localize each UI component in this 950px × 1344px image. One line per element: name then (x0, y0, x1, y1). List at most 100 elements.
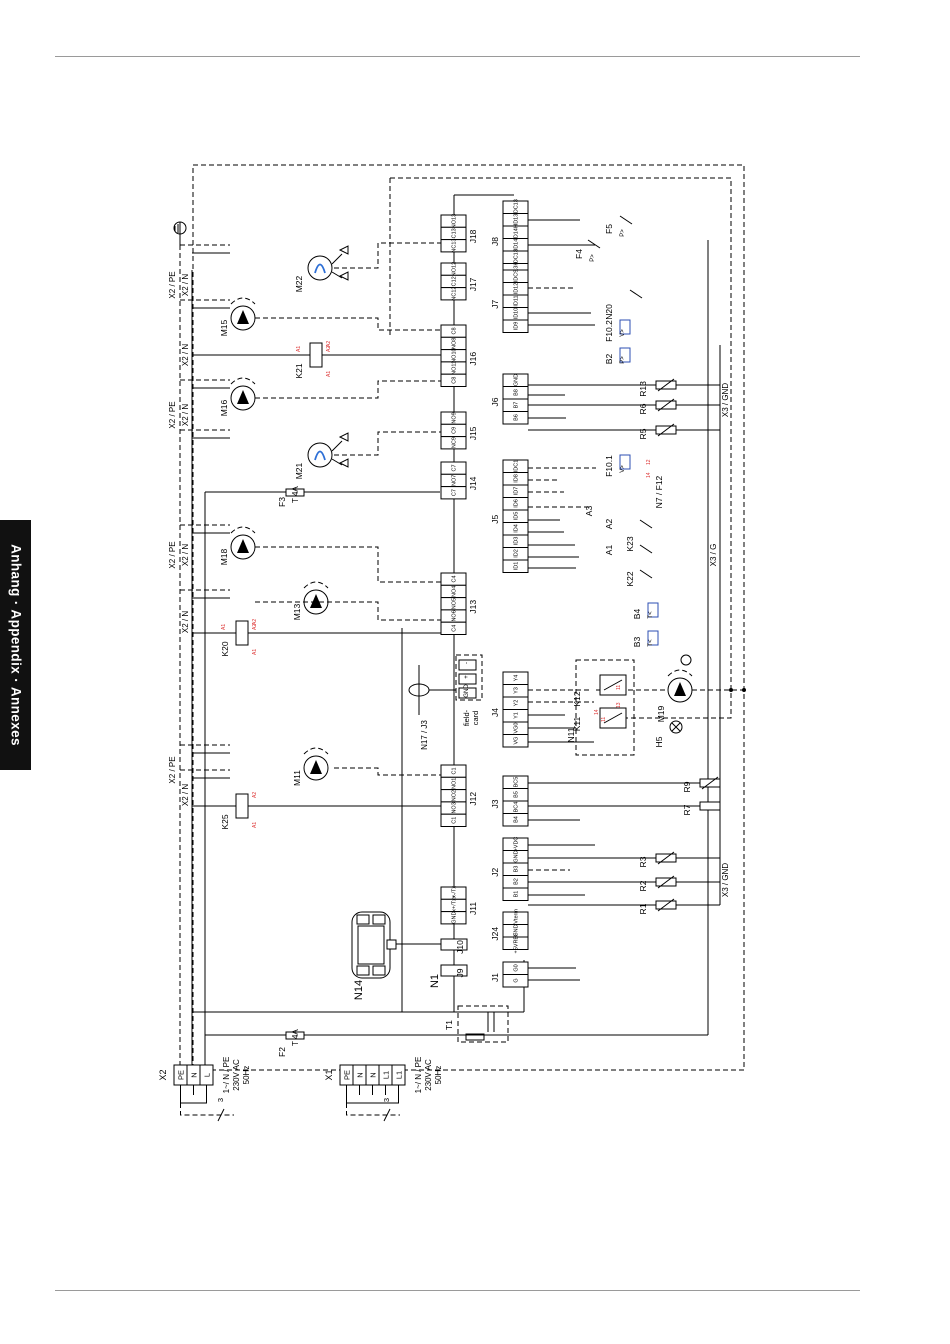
outer-dashed-frame (192, 164, 745, 1071)
connector-pin-label: B3 (513, 866, 519, 873)
relay-module-n11 (575, 659, 635, 756)
terminal-supply: 50Hz (434, 1066, 443, 1085)
pump-label: M18 (219, 548, 229, 565)
device-label: R7 (682, 804, 692, 815)
fuse-rating: T 4A (291, 1029, 300, 1046)
sensor-symbol: P> (590, 254, 596, 262)
sensor-symbol: T< (648, 611, 654, 619)
connector-pin-label: ID13H (513, 262, 519, 278)
red-mark: 12 (646, 459, 652, 465)
connector-pin-box (440, 436, 467, 450)
terminal-pin-label: N (356, 1072, 365, 1077)
red-mark: A1 (221, 624, 227, 630)
device-label: K12 (572, 691, 582, 706)
connector-label: J1 (490, 973, 500, 982)
connector-pin-label: Y4 (513, 675, 519, 682)
pump-m21 (307, 432, 349, 468)
contactor-mark: A2 (252, 792, 258, 798)
device-label: B2 (604, 354, 614, 365)
connector-pin-label: C8 (451, 327, 457, 334)
connector-pin-label: NO11 (451, 361, 457, 375)
fuse-f2 (285, 1031, 305, 1040)
connector-pin-box (502, 936, 529, 950)
red-mark: 14 (594, 709, 600, 715)
earth-symbol-m19 (680, 654, 692, 666)
bus-label: X2 / PE (168, 401, 177, 428)
red-mark: 14 (646, 472, 652, 478)
device-label: A1 (604, 545, 614, 556)
terminal-pin-label: N (369, 1072, 378, 1077)
connector-pin-label: ID11 (513, 295, 519, 306)
connector-label: J10 (455, 940, 465, 954)
switch-contact (629, 289, 643, 299)
fuse-label: F2 (277, 1047, 287, 1057)
device-label: N20 (604, 304, 614, 320)
connector-label: J12 (468, 792, 478, 806)
device-label: R9 (682, 781, 692, 792)
switch-contact (639, 569, 653, 579)
device-label: K11 (572, 716, 582, 731)
terminal-cable: 3 (216, 1098, 225, 1102)
fieldcard-text: field- (462, 709, 471, 726)
connector-pin-label: B6 (513, 414, 519, 421)
bus-label: X2 / PE (168, 271, 177, 298)
connector-pin-label: ID14H (513, 224, 519, 240)
connector-label: J6 (490, 397, 500, 406)
connector-pin-label: +Vterm (513, 909, 519, 927)
connector-pin-label: GND (513, 374, 519, 386)
terminal-pin-label: N (190, 1072, 199, 1077)
connector-pin-label: NO13 (451, 214, 457, 228)
device-label: N7 / F12 (654, 475, 664, 508)
fuse-rating: T 4A (291, 486, 300, 503)
device-b2 (619, 347, 631, 363)
connector-pin-box (502, 319, 529, 333)
pump-m15 (230, 297, 256, 331)
connector-pin-label: IDC9 (513, 270, 519, 283)
connector-pin-label: ID1 (513, 562, 519, 571)
connector-pin-label: ID4 (513, 524, 519, 533)
connector-pin-box (440, 911, 467, 925)
terminal-pin-label: L (203, 1073, 212, 1077)
connector-pin-label: +5VREF (513, 932, 519, 954)
top-rule (55, 56, 860, 57)
pump-feed-wire (334, 242, 441, 269)
sensor-symbol: P> (620, 356, 626, 364)
bus-label: X2 / N (181, 784, 190, 806)
connector-pin-label: BC4 (513, 802, 519, 813)
device-label: R2 (638, 880, 648, 891)
connector-pin-label: GND (451, 911, 457, 923)
connector-pin-label: NO4 (451, 586, 457, 597)
sensor-symbol: T< (648, 639, 654, 647)
device-label: R3 (638, 856, 648, 867)
connector-label: J5 (490, 514, 500, 523)
device-label: F10.1 (604, 455, 614, 477)
connector-pin-box (502, 559, 529, 573)
pump-m22 (307, 245, 349, 281)
contactor-mark: A2 (252, 619, 258, 625)
device-label: K22 (625, 571, 635, 586)
connector-pin-label: B7 (513, 402, 519, 409)
connector-pin-label: +VDC (513, 837, 519, 852)
device-label: B3 (632, 637, 642, 648)
pump-m18 (230, 526, 256, 560)
earth-symbol-top (173, 221, 187, 245)
device-b3 (647, 630, 659, 646)
fieldcard-pin: GND (464, 684, 470, 698)
fieldcard-label: N17 / J3 (420, 720, 429, 750)
contactor-label: K21 (294, 363, 304, 378)
connector-label: J16 (468, 352, 478, 366)
transformer-t1 (457, 1005, 509, 1043)
device-r13 (528, 378, 720, 392)
device-r9 (528, 776, 721, 790)
bus-label: X3 / GND (721, 863, 730, 897)
bus-label: X2 / PE (168, 541, 177, 568)
connector-pin-label: C1 (451, 767, 457, 774)
fuse-f3 (285, 488, 305, 497)
connector-label: J13 (468, 600, 478, 614)
device-r7 (528, 801, 721, 811)
connector-pin-label: NC12 (451, 287, 457, 301)
pump-label: M19 (656, 705, 666, 722)
pump-label: M11 (292, 770, 302, 786)
device-label: H5 (654, 736, 664, 747)
connector-pin-label: Rx+/Tx+ (451, 895, 457, 916)
